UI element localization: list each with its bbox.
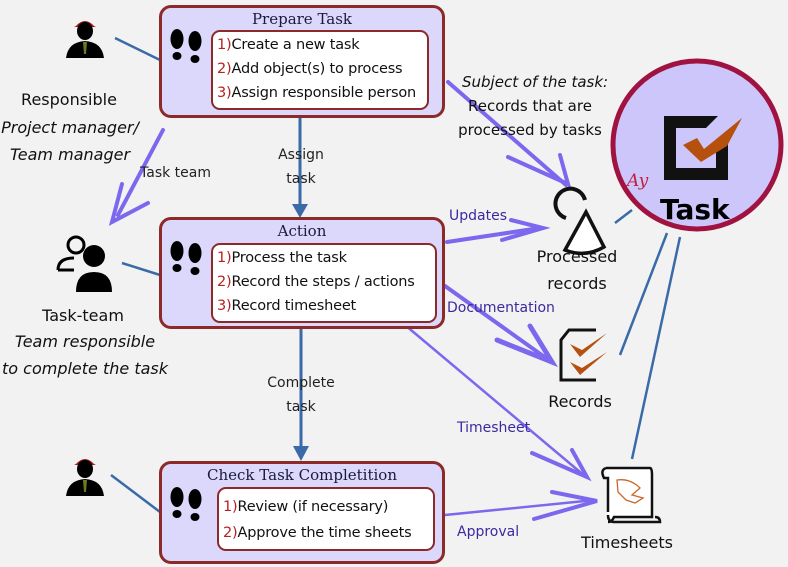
- step-text: Record timesheet: [231, 298, 357, 314]
- footprints-icon: [168, 240, 206, 280]
- responsible-to-prepare-line: [114, 36, 161, 62]
- step-item: 2)Record the steps / actions: [217, 270, 431, 294]
- step-number: 2): [223, 525, 238, 541]
- responsible-person-icon: [62, 14, 108, 60]
- step-text: Create a new task: [231, 37, 360, 53]
- subject-line-1: Records that are: [468, 97, 592, 115]
- step-number: 3): [217, 298, 232, 314]
- timesheet-arrow: [403, 323, 588, 479]
- step-item: 3)Assign responsible person: [217, 81, 423, 105]
- documentation-arrow: [443, 284, 555, 365]
- step-item: 1)Review (if necessary): [223, 494, 429, 520]
- complete-task-label-line1: Complete: [267, 375, 335, 391]
- step-item: 2)Approve the time sheets: [223, 520, 429, 546]
- documentation-label: Documentation: [447, 300, 555, 316]
- responsible-subtitle-2: Team manager: [9, 145, 131, 164]
- approval-label: Approval: [457, 524, 520, 540]
- task-badge-label: Task: [660, 193, 730, 226]
- task-badge-mark: Ay: [627, 171, 649, 191]
- processed-records-label-1: Processed: [536, 247, 618, 266]
- step-text: Assign responsible person: [231, 85, 416, 101]
- complete-task-label: Complete task: [258, 371, 344, 419]
- complete-task-arrowhead: [293, 446, 309, 461]
- checkbox-icon: [664, 116, 742, 180]
- subject-heading: Subject of the task:: [462, 73, 609, 91]
- updates-arrow: [445, 226, 542, 244]
- task-team-subtitle-1: Team responsible: [14, 332, 156, 351]
- step-prepare-task[interactable]: Prepare Task 1)Create a new task 2)Add o…: [159, 5, 445, 118]
- records-icon: [559, 328, 607, 382]
- step-list: 1)Create a new task 2)Add object(s) to p…: [211, 30, 429, 110]
- updates-label: Updates: [449, 208, 507, 224]
- complete-task-label-line2: task: [286, 399, 316, 415]
- processed-records-icon: [553, 186, 607, 256]
- footprints-icon: [168, 486, 206, 526]
- step-number: 2): [217, 274, 232, 290]
- assign-task-label-line1: Assign: [278, 147, 324, 163]
- subject-arrowhead: [506, 153, 572, 188]
- step-number: 2): [217, 61, 232, 77]
- responsible-person-icon-2: [62, 452, 108, 498]
- task-team-subtitle-2: to complete the task: [2, 359, 168, 378]
- assign-task-arrowhead: [292, 204, 308, 218]
- badge-to-records-line: [618, 232, 669, 356]
- step-list: 1)Review (if necessary) 2)Approve the ti…: [217, 487, 435, 551]
- records-label: Records: [548, 392, 612, 411]
- task-team-flow-label: Task team: [140, 165, 211, 181]
- step-text: Review (if necessary): [237, 499, 389, 515]
- timesheet-arrowhead: [530, 448, 592, 482]
- step-item: 3)Record timesheet: [217, 294, 431, 318]
- step-text: Approve the time sheets: [237, 525, 412, 541]
- step-action[interactable]: Action 1)Process the task 2)Record the s…: [159, 217, 445, 329]
- approval-arrowhead: [532, 490, 598, 521]
- step-number: 1): [217, 250, 232, 266]
- assign-task-label: Assign task: [266, 143, 336, 191]
- approval-arrow: [443, 498, 597, 517]
- task-team-title: Task-team: [42, 306, 124, 325]
- step-text: Add object(s) to process: [231, 61, 403, 77]
- step-check-completion[interactable]: Check Task Completition 1)Review (if nec…: [159, 461, 445, 564]
- step-text: Record the steps / actions: [231, 274, 415, 290]
- badge-to-processed-line: [614, 209, 633, 224]
- task-team-arrow: [116, 128, 165, 217]
- step-text: Process the task: [231, 250, 347, 266]
- step-list: 1)Process the task 2)Record the steps / …: [211, 243, 437, 323]
- processed-records-label-2: records: [547, 274, 607, 293]
- task-team-arrowhead: [108, 182, 150, 226]
- responsible-title: Responsible: [21, 90, 117, 109]
- step-item: 1)Process the task: [217, 246, 431, 270]
- step-title: Action: [277, 222, 327, 240]
- timesheet-label: Timesheet: [457, 420, 531, 436]
- step-number: 1): [223, 499, 238, 515]
- timesheets-icon: [601, 466, 662, 524]
- timesheets-label: Timesheets: [581, 533, 673, 552]
- step-item: 2)Add object(s) to process: [217, 57, 423, 81]
- assign-task-label-line2: task: [286, 171, 316, 187]
- subject-arrow: [446, 80, 568, 187]
- badge-to-timesheets-line: [630, 236, 682, 460]
- step-item: 1)Create a new task: [217, 33, 423, 57]
- subject-line-2: processed by tasks: [458, 121, 602, 139]
- documentation-arrowhead: [494, 323, 559, 368]
- responsible-to-check-line: [110, 474, 161, 513]
- team-icon: [54, 230, 120, 296]
- responsible-subtitle-1: Project manager/: [1, 118, 139, 137]
- step-number: 1): [217, 37, 232, 53]
- footprints-icon: [168, 28, 206, 68]
- updates-arrowhead: [500, 218, 551, 242]
- step-title: Check Task Completition: [207, 466, 397, 484]
- step-title: Prepare Task: [251, 10, 353, 28]
- step-number: 3): [217, 85, 232, 101]
- team-to-action-line: [121, 261, 161, 277]
